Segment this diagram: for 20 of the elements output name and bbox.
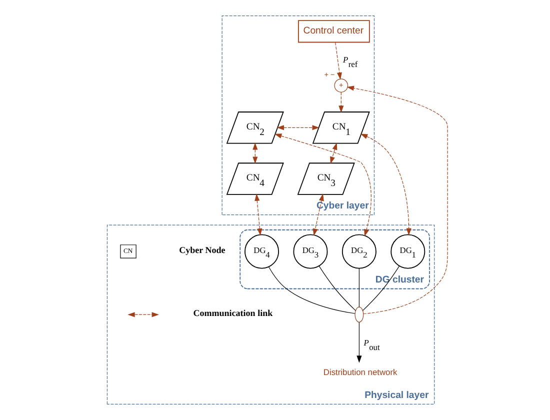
connector <box>362 266 400 311</box>
connector <box>268 266 356 314</box>
node-text: Distribution network <box>323 367 398 378</box>
arrow <box>276 125 320 130</box>
legend-label: Communication link <box>193 308 273 318</box>
arrow <box>346 86 448 314</box>
arrow <box>274 134 372 236</box>
arrow <box>338 92 344 113</box>
connector <box>358 268 360 308</box>
arrow <box>312 194 324 236</box>
node-box: Control center <box>298 20 370 43</box>
connector <box>318 266 356 311</box>
arrow <box>252 142 258 164</box>
arrow <box>356 322 362 363</box>
arrow <box>335 42 342 80</box>
node-ellipse <box>354 306 364 322</box>
arrow <box>254 194 262 236</box>
arrow <box>330 142 338 164</box>
legend-label: Cyber Node <box>179 245 226 255</box>
arrow <box>360 134 412 236</box>
